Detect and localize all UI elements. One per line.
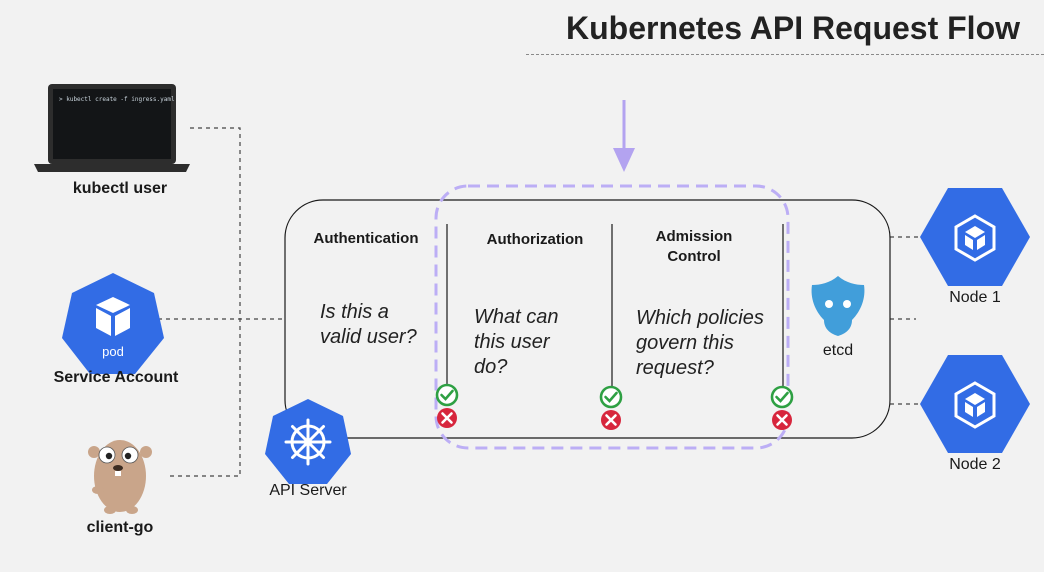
request-path-highlight: [434, 184, 790, 450]
node2-icon: [920, 355, 1030, 453]
check-icon-authorization: [599, 385, 623, 409]
gopher-icon: [88, 440, 152, 514]
api-server-label: API Server: [269, 482, 347, 499]
etcd-icon: [811, 276, 865, 336]
page-title: Kubernetes API Request Flow: [566, 10, 1020, 46]
node2-label: Node 2: [949, 456, 1001, 473]
stage-admission-title-line1: Admission: [655, 228, 733, 245]
service-account-icon: [62, 273, 164, 374]
node1-icon: [920, 188, 1030, 286]
client-connectors: [158, 127, 286, 477]
pod-icon-label: pod: [102, 344, 124, 359]
api-server-icon: [265, 399, 351, 484]
title-underline: [526, 54, 1044, 55]
stage-admission-title-line2: Control: [667, 248, 721, 265]
stage-authentication-question: Is this a valid user?: [320, 301, 417, 348]
stage-admission-question: Which policies govern this request?: [636, 307, 764, 379]
stage-authorization-title: Authorization: [486, 231, 584, 248]
stage-admission-title: Admission Control: [630, 227, 758, 267]
cross-icon-authorization: [601, 410, 621, 430]
check-icon-admission: [770, 385, 794, 409]
connector-kubectl: [168, 127, 241, 477]
cross-icon-authentication: [437, 408, 457, 428]
client-go-label: client-go: [86, 519, 154, 536]
laptop-icon: [34, 84, 190, 172]
stage-authorization-question: What can this user do?: [474, 306, 559, 378]
node1-label: Node 1: [949, 289, 1001, 306]
check-icon-authentication: [435, 383, 459, 407]
node-connectors: [890, 236, 922, 405]
etcd-label: etcd: [822, 342, 854, 359]
api-server-box: [284, 199, 891, 439]
stage-authentication-title: Authentication: [313, 230, 419, 247]
kubectl-user-label: kubectl user: [72, 180, 168, 197]
cross-icon-admission: [772, 410, 792, 430]
request-arrow: [613, 100, 635, 172]
terminal-command: > kubectl create -f ingress.yaml: [59, 96, 175, 103]
service-account-label: Service Account: [53, 369, 179, 386]
stage-dividers: [446, 224, 784, 392]
